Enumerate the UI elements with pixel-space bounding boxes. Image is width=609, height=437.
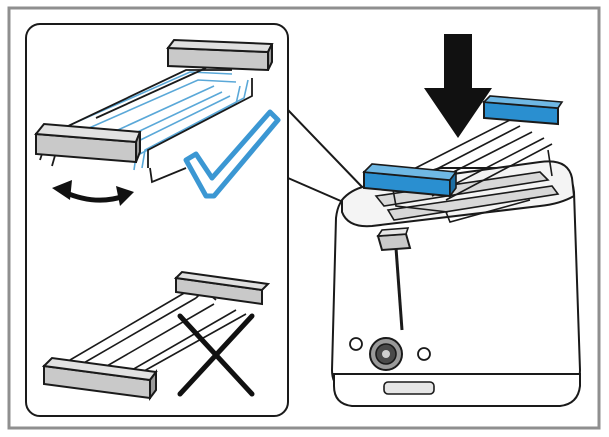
rack-end-bar-front	[34, 122, 142, 164]
rack-incorrect	[41, 270, 271, 401]
rack-end-bar-back-blue	[482, 95, 564, 126]
cross-icon	[177, 313, 255, 397]
arrow-down-icon	[424, 34, 492, 138]
double-arrow-icon	[52, 180, 134, 206]
toaster-base	[333, 373, 581, 407]
lever-track	[394, 247, 404, 331]
rack-end-bar-front-incorrect	[41, 356, 158, 401]
leader-line-bottom	[287, 177, 351, 206]
leader-line-top	[287, 109, 366, 191]
lever	[376, 227, 412, 252]
checkmark-icon	[183, 109, 281, 199]
toaster-slots	[374, 171, 560, 221]
rack-correct	[34, 38, 274, 184]
crumb-tray	[383, 381, 435, 395]
rack-end-bar-back	[166, 38, 274, 72]
toaster	[330, 95, 582, 407]
outer-frame	[7, 6, 601, 430]
button-right	[417, 347, 431, 361]
button-left	[349, 337, 363, 351]
browning-knob	[369, 337, 403, 371]
rack-end-bar-back-incorrect	[173, 270, 271, 306]
rack-end-bar-front-blue	[362, 163, 458, 199]
rack-on-toaster	[362, 95, 564, 223]
